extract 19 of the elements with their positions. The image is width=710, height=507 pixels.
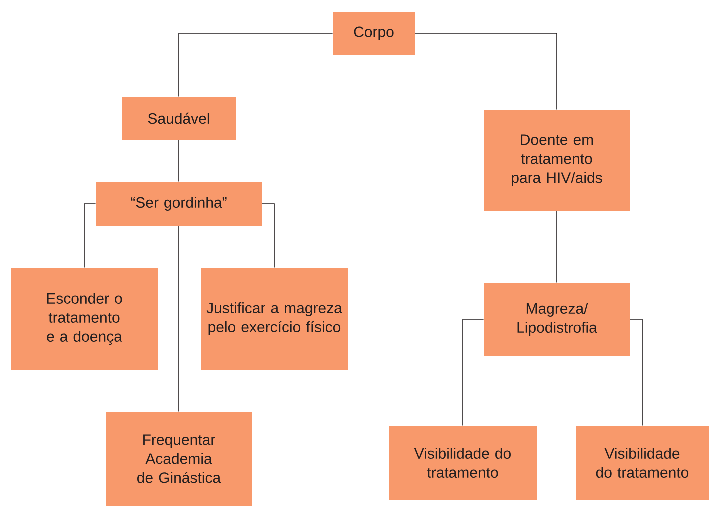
concept-box: Saudável: [122, 97, 236, 140]
connector-line: [462, 319, 484, 426]
connector-line: [178, 140, 180, 182]
connector-line: [630, 319, 643, 426]
connector-line: [262, 204, 275, 268]
concept-box: Esconder o tratamento e a doença: [11, 268, 158, 370]
concept-box: Justificar a magreza pelo exercício físico: [201, 268, 348, 370]
connector-line: [178, 226, 180, 412]
concept-box: Visibilidade do tratamento: [389, 426, 537, 500]
connector-line: [556, 210, 558, 284]
concept-box: Visibilidade do tratamento: [576, 426, 709, 500]
connector-line: [84, 204, 96, 268]
concept-box: Corpo: [333, 12, 415, 55]
connector-line: [414, 33, 558, 110]
connector-line: [178, 33, 334, 98]
concept-box: Frequentar Academia de Ginástica: [106, 412, 252, 506]
concept-box: Magreza/ Lipodistrofia: [484, 283, 630, 356]
concept-box: Doente em tratamento para HIV/aids: [484, 110, 630, 211]
concept-box: “Ser gordinha”: [96, 182, 262, 226]
